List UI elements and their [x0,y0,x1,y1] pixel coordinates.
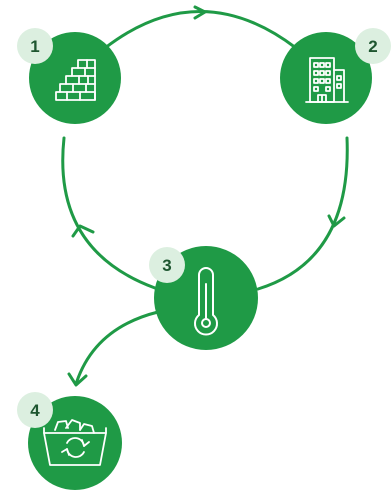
step-1-circle [29,32,121,124]
connector-3-to-1 [61,136,157,290]
step-4-badge [17,392,53,428]
step-1-number: 1 [30,37,39,56]
connector-2-to-3 [256,136,349,291]
step-3: 3 [149,246,258,350]
arrowhead-3-to-1 [71,224,95,238]
cycle-connectors [61,5,349,387]
arrowhead-2-to-3 [327,214,346,228]
recycling-bin-icon [43,419,107,466]
brick-wall-icon [55,59,96,101]
step-3-number: 3 [162,256,171,275]
step-4: 4 [17,392,122,490]
step-2-circle [280,32,372,124]
arrowhead-3-to-4 [67,372,88,387]
step-2-number: 2 [368,37,377,56]
step-2: 2 [280,28,391,124]
thermometer-icon [194,267,218,336]
arrowhead-1-to-2 [193,5,207,20]
connector-1-to-2 [103,10,298,50]
step-1-badge [17,28,53,64]
step-2-badge [355,28,391,64]
step-1: 1 [17,28,121,124]
connector-3-to-4 [74,310,160,386]
step-4-circle [28,396,122,490]
step-4-number: 4 [30,401,40,420]
step-3-badge [149,247,185,283]
office-building-icon [305,57,349,103]
